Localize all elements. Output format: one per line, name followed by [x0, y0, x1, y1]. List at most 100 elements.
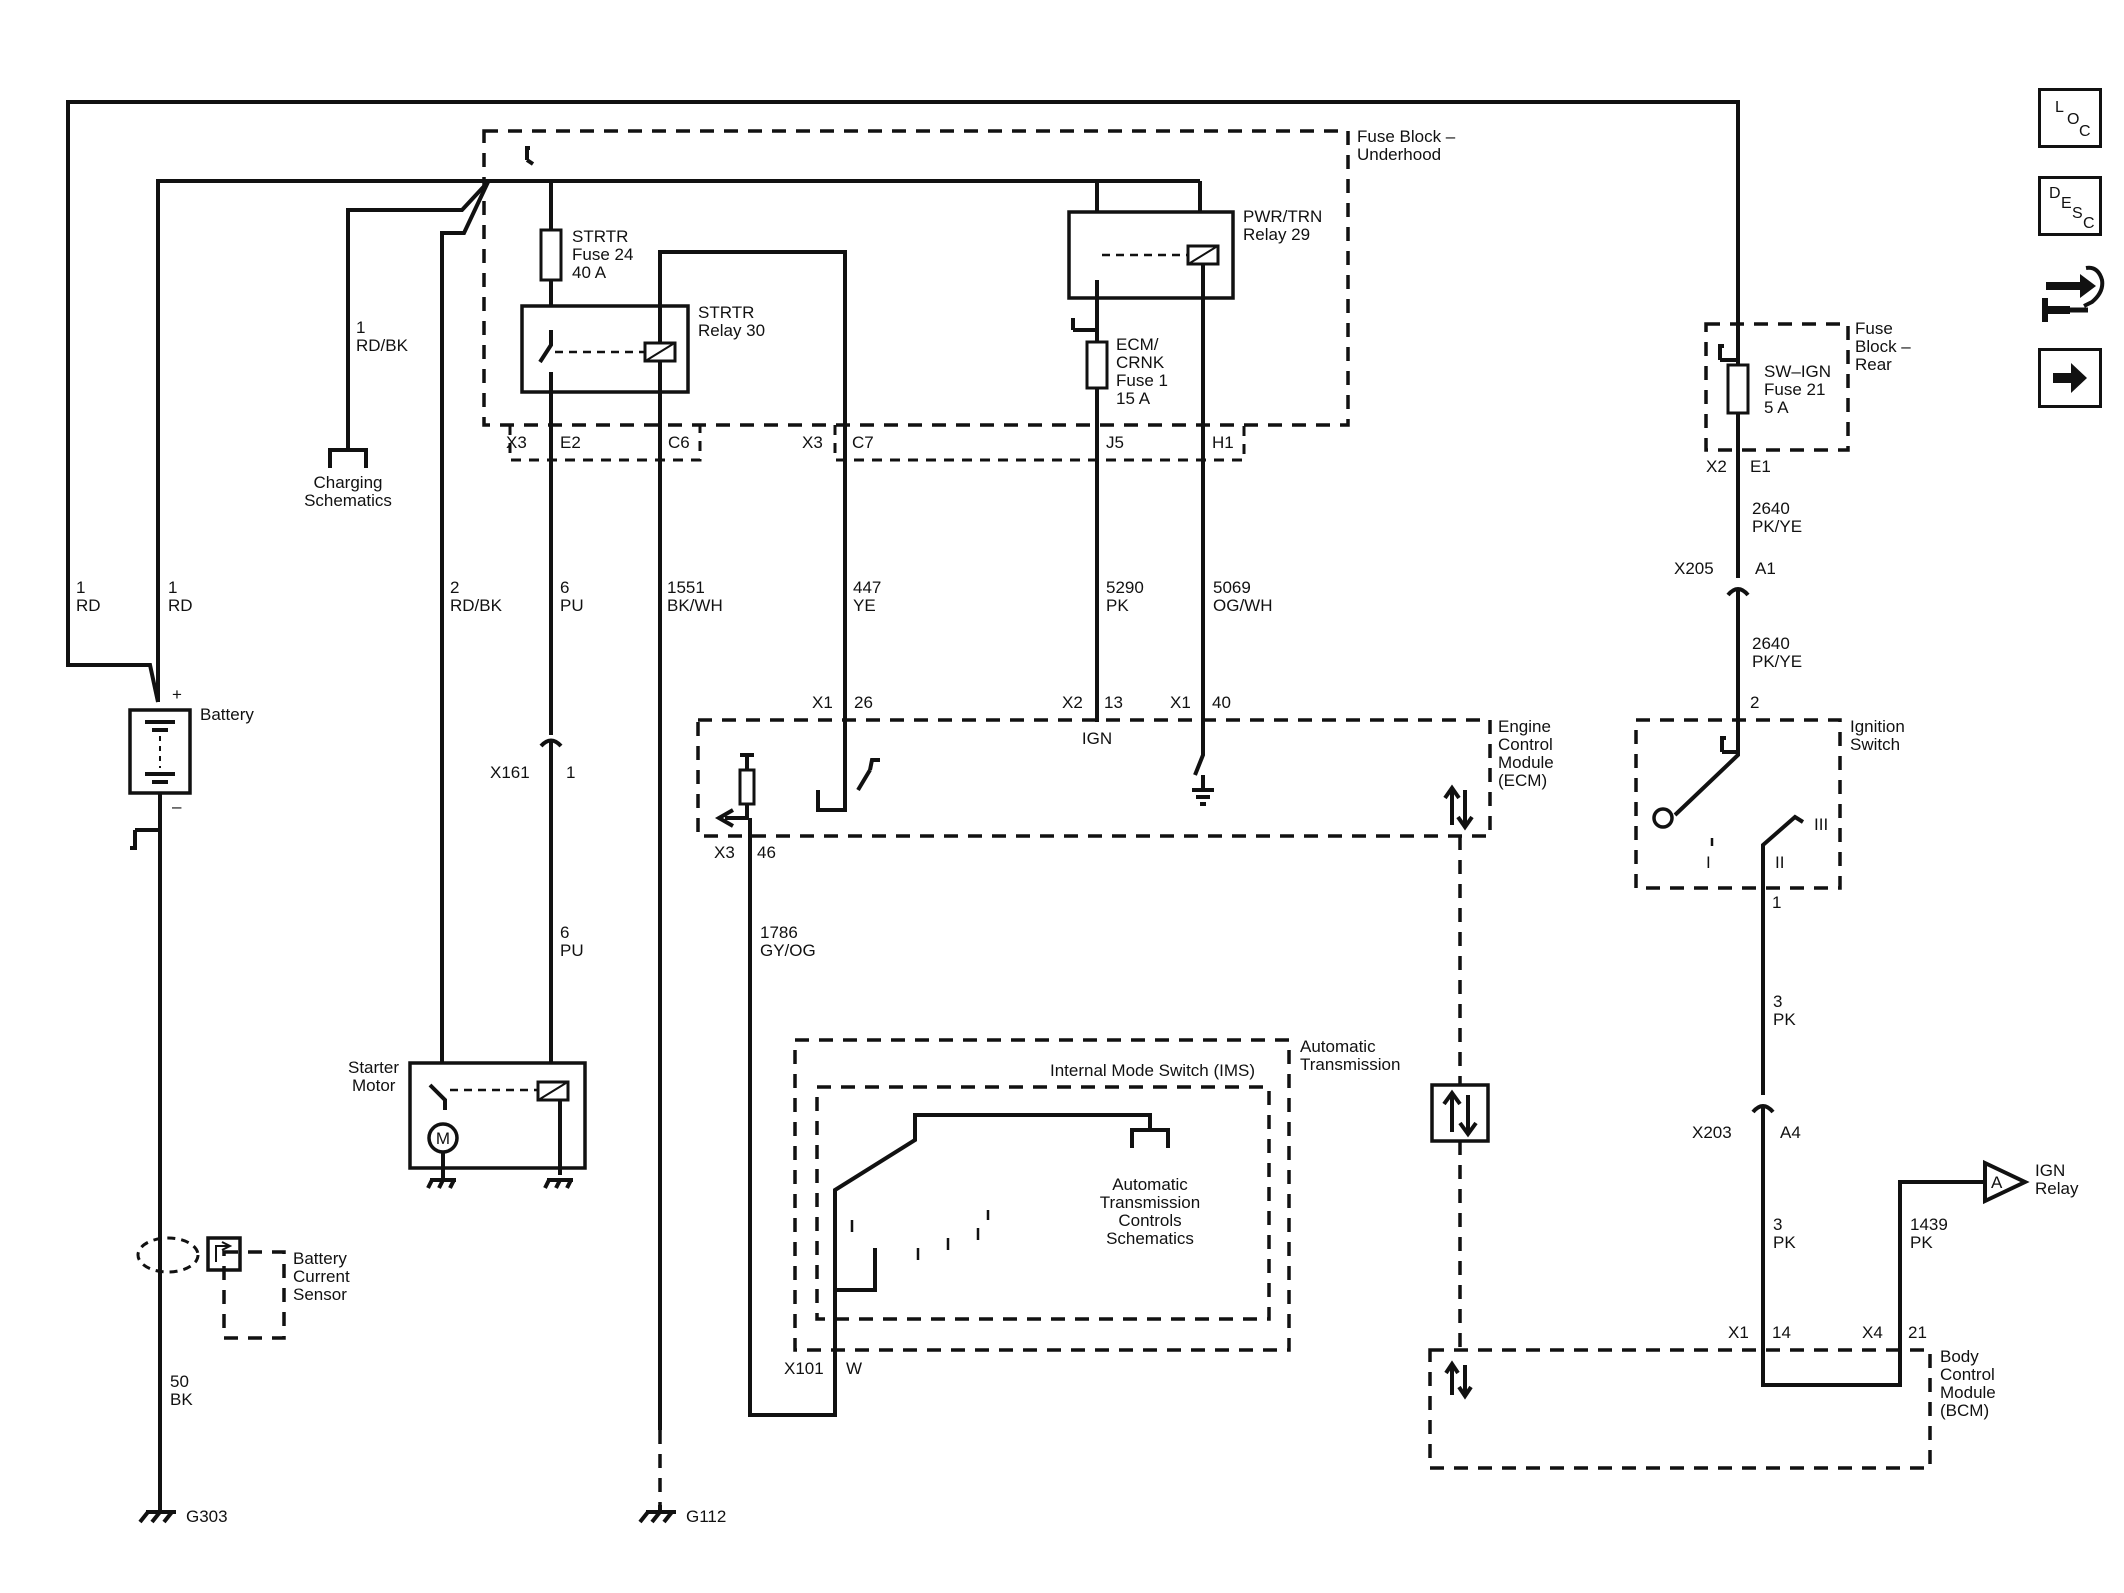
- conn-c7: C7: [852, 433, 874, 452]
- svg-text:Starter: Starter: [348, 1058, 399, 1077]
- ecm-box: [696, 718, 1492, 838]
- svg-text:Engine: Engine: [1498, 717, 1551, 736]
- svg-text:447: 447: [853, 578, 881, 597]
- ign-relay-label[interactable]: IGN Relay: [2035, 1161, 2079, 1198]
- svg-text:X203: X203: [1692, 1123, 1732, 1142]
- svg-text:Battery: Battery: [293, 1249, 347, 1268]
- svg-text:5 A: 5 A: [1764, 398, 1789, 417]
- ignition-switch-label: Ignition Switch: [1850, 717, 1905, 754]
- connector-end-view-icon[interactable]: [2036, 262, 2106, 324]
- svg-text:15 A: 15 A: [1116, 389, 1151, 408]
- svg-text:6: 6: [560, 578, 569, 597]
- svg-text:Transmission: Transmission: [1100, 1193, 1200, 1212]
- fuse-block-rear: [1704, 322, 1850, 452]
- svg-text:Module: Module: [1498, 753, 1554, 772]
- svg-text:STRTR: STRTR: [572, 227, 628, 246]
- wire-1-rd-top: [156, 179, 480, 702]
- ground-g112-label: G112: [686, 1507, 726, 1526]
- wire-5069-og-wh: [1193, 264, 1205, 776]
- pwr-trn-relay-label: PWR/TRN Relay 29: [1243, 207, 1322, 244]
- svg-text:RD: RD: [168, 596, 193, 615]
- ign-pos-i: I: [1706, 853, 1711, 872]
- ims-steps: [850, 1210, 990, 1260]
- wire-label-1-rd-b: 1RD: [168, 578, 193, 615]
- svg-text:X1: X1: [812, 693, 833, 712]
- svg-text:Relay 29: Relay 29: [1243, 225, 1310, 244]
- ecm-crnk-hook: [1071, 318, 1097, 332]
- fuse-block-connector-x3-left: [508, 425, 702, 462]
- automatic-transmission-label: Automatic Transmission: [1300, 1037, 1400, 1074]
- ims-atcs-connector: [1130, 1128, 1170, 1148]
- svg-text:A4: A4: [1780, 1123, 1801, 1142]
- ignition-switch-box: [1634, 718, 1842, 890]
- atcs-label: Automatic Transmission Controls Schemati…: [1100, 1175, 1200, 1248]
- svg-text:Fuse: Fuse: [1855, 319, 1893, 338]
- wire-1786-gy-og: [748, 818, 837, 1417]
- x205-connector: [1726, 587, 1750, 597]
- ims-label: Internal Mode Switch (IMS): [1050, 1061, 1255, 1080]
- motor-symbol-label: M: [436, 1129, 450, 1148]
- svg-text:Control: Control: [1940, 1365, 1995, 1384]
- svg-text:1786: 1786: [760, 923, 798, 942]
- svg-text:Fuse Block –: Fuse Block –: [1357, 127, 1456, 146]
- conn-x3b: X3: [802, 433, 823, 452]
- ign-pos-iii: III: [1814, 815, 1828, 834]
- svg-text:1551: 1551: [667, 578, 705, 597]
- svg-text:6: 6: [560, 923, 569, 942]
- ecm-crnk-fuse: [1085, 340, 1109, 390]
- svg-text:Module: Module: [1940, 1383, 1996, 1402]
- svg-text:40 A: 40 A: [572, 263, 607, 282]
- ims-branch: [835, 1248, 877, 1292]
- svg-text:E1: E1: [1750, 457, 1771, 476]
- svg-text:Schematics: Schematics: [304, 491, 392, 510]
- svg-text:26: 26: [854, 693, 873, 712]
- g303-ground: [138, 1505, 176, 1524]
- starter-motor-label: Starter Motor: [348, 1058, 399, 1095]
- bcm-box: [1428, 1348, 1932, 1470]
- serial-data-icon[interactable]: [1430, 1083, 1490, 1143]
- desc-button[interactable]: D E S C: [2038, 176, 2102, 236]
- wire-3-pk-lower: [1761, 1108, 1985, 1387]
- conn-ign-pin2: 2: [1750, 693, 1759, 712]
- svg-text:X1: X1: [1728, 1323, 1749, 1342]
- charging-connector: [328, 448, 368, 468]
- svg-text:X2: X2: [1062, 693, 1083, 712]
- loc-char-2: O: [2067, 111, 2080, 128]
- ecm-x3-46-pullup: [740, 753, 754, 770]
- svg-text:X1: X1: [1170, 693, 1191, 712]
- motor-gnd-a: [426, 1178, 456, 1189]
- ign-relay-ref: A: [1991, 1173, 2003, 1192]
- svg-text:BK/WH: BK/WH: [667, 596, 723, 615]
- svg-text:1: 1: [76, 578, 85, 597]
- next-button[interactable]: [2038, 348, 2102, 408]
- loc-button[interactable]: L O C: [2038, 88, 2102, 148]
- ign-relay-arrow: [1983, 1159, 2030, 1205]
- conn-e2: E2: [560, 433, 581, 452]
- svg-text:2640: 2640: [1752, 499, 1790, 518]
- svg-text:X2: X2: [1706, 457, 1727, 476]
- svg-text:Block –: Block –: [1855, 337, 1911, 356]
- ignition-switch-contact: [1673, 745, 1740, 817]
- strtr-relay-label: STRTR Relay 30: [698, 303, 765, 340]
- desc-char-2: E: [2061, 195, 2072, 212]
- svg-text:3: 3: [1773, 1215, 1782, 1234]
- fuse-block-rear-hook: [1718, 344, 1738, 362]
- bus-feed-hook: [525, 146, 535, 166]
- battery-plates: [145, 720, 175, 784]
- svg-text:GY/OG: GY/OG: [760, 941, 816, 960]
- svg-text:2: 2: [450, 578, 459, 597]
- svg-text:X101: X101: [784, 1359, 824, 1378]
- svg-text:Schematics: Schematics: [1106, 1229, 1194, 1248]
- svg-text:RD/BK: RD/BK: [356, 336, 409, 355]
- battery-current-sensor-arrow: [215, 1241, 233, 1262]
- svg-text:Relay: Relay: [2035, 1179, 2079, 1198]
- svg-text:Motor: Motor: [352, 1076, 396, 1095]
